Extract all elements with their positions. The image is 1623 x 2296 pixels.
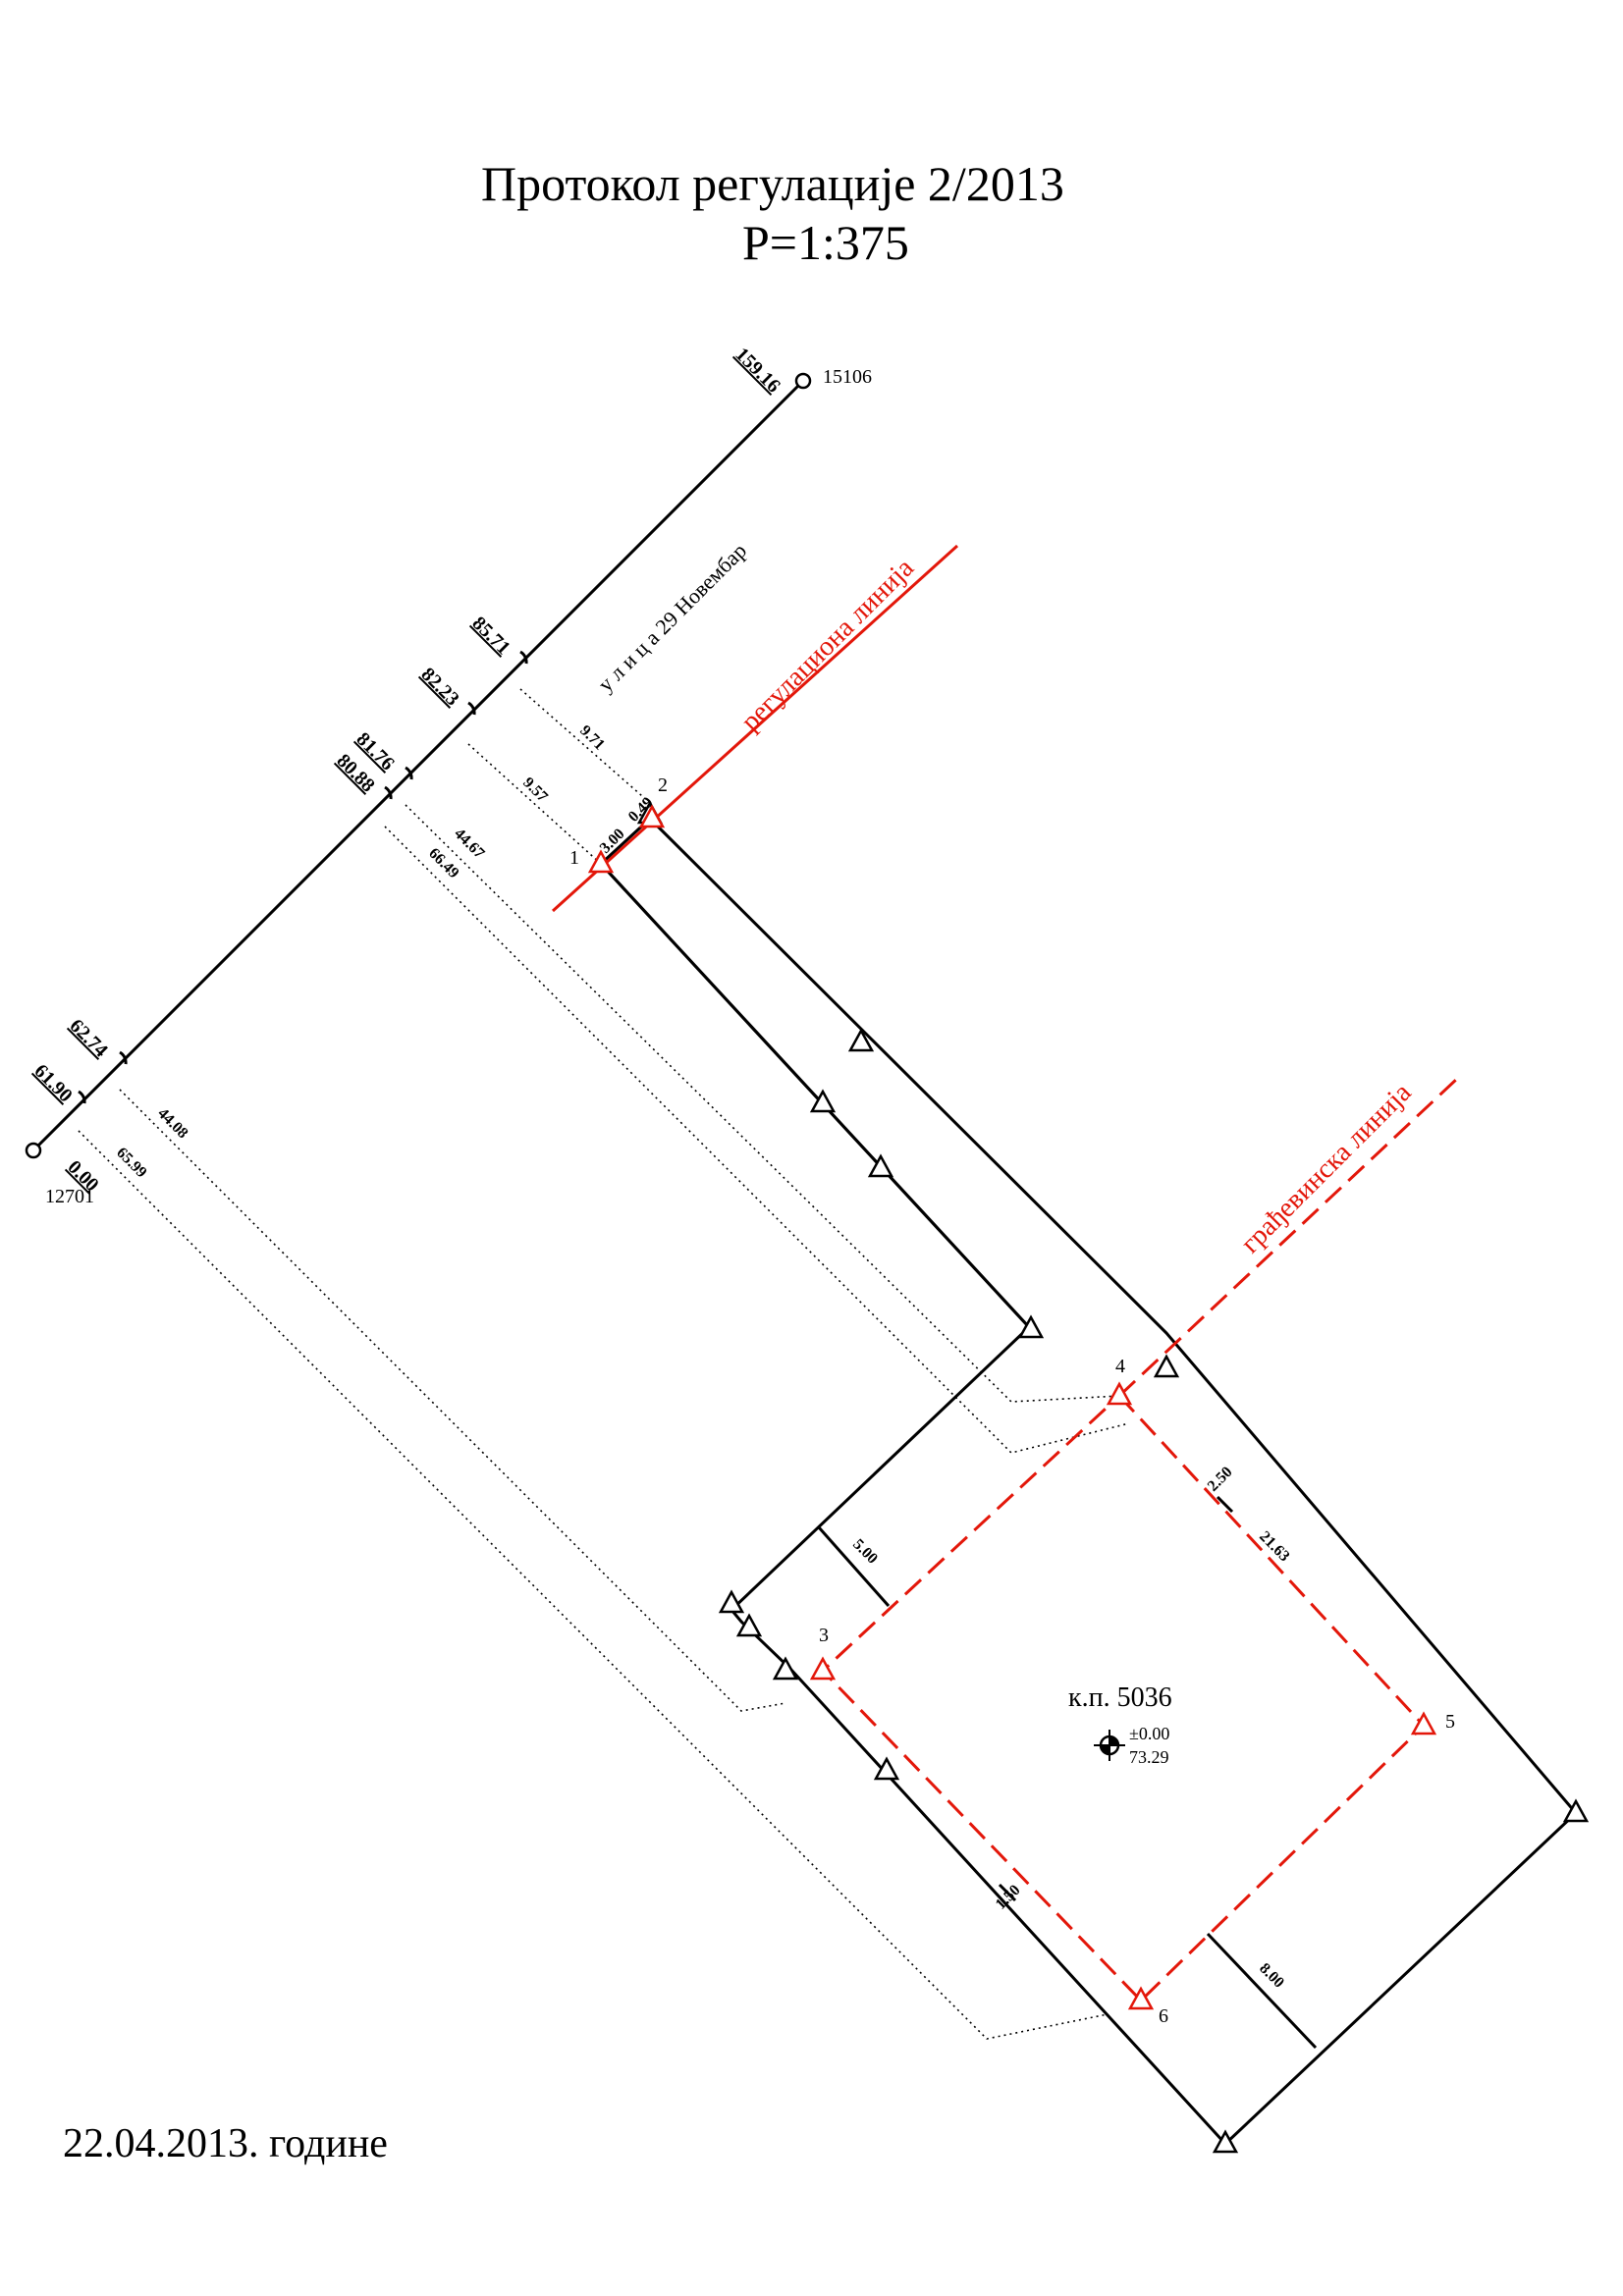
benchmark-end-marker: [794, 372, 812, 390]
dimension-label: 21.63: [1256, 1528, 1292, 1565]
street-name-label: у л и ц а 29 Новембар: [593, 538, 751, 696]
chainage-arc: [119, 1050, 128, 1065]
chainage-label: 62.74: [65, 1015, 111, 1061]
boundary-marker-icon: [1212, 2129, 1239, 2154]
dimension-label: 2.50: [1205, 1464, 1236, 1495]
boundary-marker-icon: [867, 1153, 894, 1178]
point-number: 3: [819, 1625, 829, 1646]
dimension-line: [817, 1526, 891, 1607]
page-title: Протокол регулације 2/2013: [481, 156, 1064, 211]
offset-label: 65.99: [113, 1145, 149, 1181]
building-corner-icon: [809, 1656, 837, 1681]
regulation-line-label: регулациона линија: [735, 553, 920, 737]
chainage-label: 61.90: [29, 1060, 76, 1106]
dimension-tick: [1216, 1495, 1234, 1514]
regulation-point-icon: [638, 804, 666, 828]
parcel-label: к.п. 5036: [1068, 1682, 1172, 1713]
building-corner-icon: [1106, 1381, 1133, 1406]
street-axis-line: [31, 379, 805, 1152]
offset-label: 66.49: [425, 845, 461, 881]
benchmark-start-marker: [25, 1142, 42, 1159]
parcel-boundary-edge: [599, 862, 1031, 1329]
parcel-boundary: [598, 816, 1579, 2147]
point-number: 1: [569, 847, 579, 869]
chainage-arc: [78, 1090, 86, 1104]
offset-line: [467, 743, 602, 865]
scale-label: P=1:375: [742, 215, 909, 270]
chainage-label: 85.71: [467, 613, 514, 659]
boundary-marker-icon: [1153, 1354, 1180, 1378]
dimension-tick: [998, 1883, 1017, 1902]
offset-line: [384, 826, 1130, 1454]
chainage-arc: [384, 785, 393, 800]
chainage-label: 159.16: [730, 344, 784, 397]
building-corner-icon: [1410, 1711, 1437, 1735]
dimension-label: 5.00: [849, 1536, 881, 1568]
offset-line: [119, 1089, 786, 1712]
boundary-marker-icon: [1562, 1798, 1590, 1823]
dimension-label: 1.50: [993, 1882, 1024, 1913]
boundary-marker-icon: [847, 1028, 875, 1052]
elevation-marker-icon: [1094, 1730, 1125, 1761]
point-number: 4: [1115, 1356, 1125, 1377]
chainage-arc: [405, 766, 413, 780]
point-number: 5: [1445, 1711, 1455, 1733]
height-value: 73.29: [1129, 1747, 1169, 1767]
offset-label: 9.57: [519, 774, 551, 806]
boundary-marker-icon: [718, 1589, 745, 1614]
benchmark-end-label: 15106: [823, 366, 872, 388]
offset-label: 9.71: [576, 722, 608, 754]
boundary-marker-icon: [809, 1089, 837, 1113]
regulation-point-icon: [587, 849, 615, 874]
building-line-label: грађевинска линија: [1235, 1077, 1418, 1259]
building-line: [1117, 1076, 1460, 1398]
dimension-line: [1206, 1932, 1318, 2050]
offset-label: 44.67: [451, 826, 487, 862]
dimension-label: 8.00: [1256, 1960, 1287, 1992]
chainage-arc: [519, 650, 528, 665]
boundary-marker-icon: [873, 1756, 900, 1781]
offset-line: [405, 804, 1120, 1403]
building-footprint: [820, 1393, 1427, 2003]
chainage-arc: [467, 701, 476, 716]
benchmark-start-label: 12701: [45, 1186, 94, 1207]
elevation-value: ±0.00: [1129, 1724, 1169, 1743]
boundary-marker-icon: [1017, 1314, 1045, 1339]
building-corner-icon: [1127, 1986, 1155, 2010]
boundary-marker-icon: [772, 1656, 799, 1681]
regulation-line: [551, 544, 959, 913]
chainage-label: 82.23: [416, 664, 462, 710]
point-number: 2: [658, 774, 668, 796]
date-label: 22.04.2013. године: [63, 2121, 388, 2166]
point-number: 6: [1159, 2005, 1168, 2027]
offset-line: [78, 1130, 1109, 2040]
boundary-marker-icon: [735, 1613, 763, 1637]
offset-label: 44.08: [154, 1105, 190, 1142]
